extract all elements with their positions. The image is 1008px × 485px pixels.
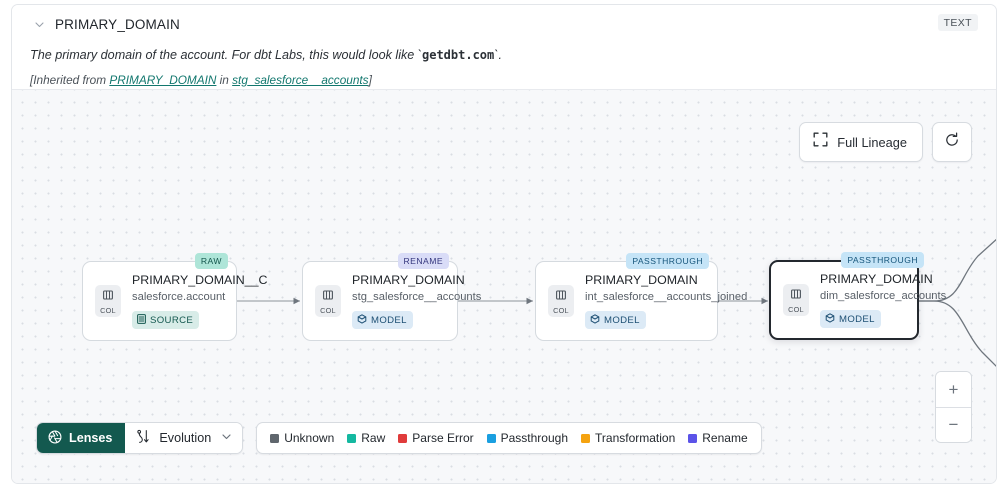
column-chip-label: COL	[320, 305, 336, 315]
refresh-button[interactable]	[932, 122, 972, 162]
node-type-tag: MODEL	[585, 311, 646, 330]
node-title: PRIMARY_DOMAIN__C	[132, 272, 268, 287]
database-icon	[137, 313, 146, 327]
lineage-node[interactable]: RAW COL PRIMARY_DOMAIN__C salesforce.acc…	[82, 253, 267, 341]
legend-label: Passthrough	[500, 431, 569, 445]
lineage-node[interactable]: RENAME COL PRIMARY_DOMAIN stg_salesforce…	[302, 253, 481, 341]
node-type-tag-label: MODEL	[371, 314, 407, 326]
node-lens-badge: PASSTHROUGH	[626, 253, 709, 269]
node-type-tag: SOURCE	[132, 311, 200, 330]
legend-label: Parse Error	[412, 431, 474, 445]
legend-item-parse-error[interactable]: Parse Error	[398, 431, 474, 445]
full-lineage-label: Full Lineage	[837, 134, 907, 150]
lineage-canvas[interactable]: Full Lineage RAW	[12, 89, 996, 483]
full-lineage-button[interactable]: Full Lineage	[799, 122, 923, 162]
legend-item-transformation[interactable]: Transformation	[581, 431, 675, 445]
node-type-tag: MODEL	[352, 311, 413, 330]
legend-label: Transformation	[595, 431, 676, 445]
node-type-tag-label: MODEL	[604, 314, 640, 326]
column-detail-card: PRIMARY_DOMAIN TEXT The primary domain o…	[11, 4, 997, 484]
inherited-model-link[interactable]: stg_salesforce__accounts	[232, 72, 369, 87]
lenses-label: Lenses	[69, 431, 113, 445]
legend-swatch	[486, 433, 496, 443]
inherited-from-note: [Inherited from PRIMARY_DOMAIN in stg_sa…	[30, 73, 978, 87]
lenses-button[interactable]: Lenses	[37, 423, 126, 453]
inherited-suffix: ]	[368, 72, 372, 87]
node-title: PRIMARY_DOMAIN	[352, 272, 465, 287]
inherited-prefix: [Inherited from	[30, 72, 110, 87]
legend-swatch	[347, 433, 357, 443]
refresh-icon	[944, 131, 960, 153]
chevron-down-icon[interactable]	[30, 16, 48, 34]
legend-swatch	[581, 433, 591, 443]
column-chip: COL	[783, 284, 809, 316]
description-code: getdbt.com	[422, 48, 495, 62]
description-suffix: `.	[494, 48, 502, 62]
cube-icon	[825, 312, 835, 326]
zoom-in-button[interactable]: +	[936, 372, 971, 407]
legend-label: Raw	[361, 431, 386, 445]
evolution-icon	[136, 429, 151, 447]
node-type-tag: MODEL	[820, 310, 881, 329]
inherited-column-link[interactable]: PRIMARY_DOMAIN	[109, 72, 217, 87]
description-prefix: The primary domain of the account. For d…	[30, 48, 422, 62]
status-badge: TEXT	[937, 14, 978, 31]
cube-icon	[357, 313, 367, 327]
column-icon	[555, 288, 567, 306]
lens-control-group: Lenses Evolution	[36, 422, 244, 454]
legend-item-rename[interactable]: Rename	[688, 431, 748, 445]
node-body: PRIMARY_DOMAIN dim_salesforce_accounts M…	[820, 271, 947, 329]
node-lens-badge: PASSTHROUGH	[841, 252, 924, 268]
column-icon	[790, 287, 802, 305]
node-body: PRIMARY_DOMAIN int_salesforce__accounts_…	[585, 272, 748, 330]
node-type-tag-label: SOURCE	[150, 314, 194, 326]
column-chip-label: COL	[100, 305, 116, 315]
legend-item-unknown[interactable]: Unknown	[270, 431, 334, 445]
canvas-bottom-bar: Lenses Evolution	[36, 422, 762, 454]
column-icon	[322, 288, 334, 306]
node-subtitle: salesforce.account	[132, 291, 226, 304]
node-body: PRIMARY_DOMAIN__C salesforce.account SOU…	[132, 272, 268, 330]
column-chip-label: COL	[553, 305, 569, 315]
legend-swatch	[688, 433, 698, 443]
legend-item-raw[interactable]: Raw	[347, 431, 385, 445]
header-title-row: PRIMARY_DOMAIN	[30, 5, 978, 40]
legend-swatch	[398, 433, 408, 443]
chevron-down-icon	[221, 431, 232, 445]
node-body: PRIMARY_DOMAIN stg_salesforce__accounts …	[352, 272, 482, 330]
node-title: PRIMARY_DOMAIN	[585, 272, 698, 287]
column-chip: COL	[548, 285, 574, 317]
legend-item-passthrough[interactable]: Passthrough	[486, 431, 569, 445]
legend-label: Rename	[702, 431, 748, 445]
column-chip: COL	[315, 285, 341, 317]
column-chip: COL	[95, 285, 121, 317]
legend-label: Unknown	[284, 431, 335, 445]
lineage-node-selected[interactable]: PASSTHROUGH COL PRIMARY_DOMAIN dim_sales…	[769, 252, 946, 340]
lineage-node[interactable]: PASSTHROUGH COL PRIMARY_DOMAIN int_sales…	[535, 253, 747, 341]
node-subtitle: dim_salesforce_accounts	[820, 290, 947, 303]
lineage-legend: Unknown Raw Parse Error Passthrough	[256, 422, 762, 454]
page-title: PRIMARY_DOMAIN	[55, 17, 180, 32]
column-chip-label: COL	[788, 304, 804, 314]
expand-icon	[813, 132, 828, 152]
column-description: The primary domain of the account. For d…	[30, 48, 978, 64]
node-type-tag-label: MODEL	[839, 313, 875, 325]
node-subtitle: stg_salesforce__accounts	[352, 291, 482, 304]
node-subtitle: int_salesforce__accounts_joined	[585, 291, 748, 304]
evolution-dropdown[interactable]: Evolution	[125, 423, 243, 453]
node-lens-badge: RENAME	[397, 253, 449, 269]
cube-icon	[590, 313, 600, 327]
column-icon	[102, 288, 114, 306]
zoom-out-button[interactable]: −	[936, 407, 971, 442]
canvas-top-controls: Full Lineage	[799, 122, 972, 162]
aperture-icon	[48, 430, 62, 447]
card-header: PRIMARY_DOMAIN TEXT The primary domain o…	[12, 5, 996, 89]
evolution-label: Evolution	[159, 431, 212, 445]
zoom-controls: + −	[935, 371, 972, 443]
legend-swatch	[270, 433, 280, 443]
node-title: PRIMARY_DOMAIN	[820, 271, 933, 286]
node-lens-badge: RAW	[194, 253, 228, 269]
inherited-middle: in	[216, 72, 233, 87]
